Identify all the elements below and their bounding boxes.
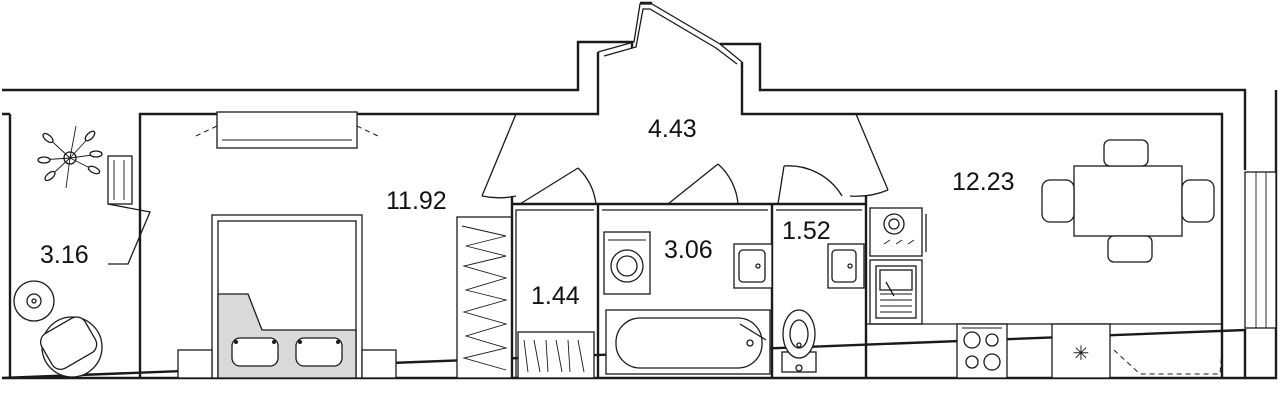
bathroom — [603, 231, 773, 375]
right-window — [1244, 171, 1277, 329]
kitchen: ✳ — [866, 139, 1223, 379]
toilet-icon — [781, 309, 817, 373]
nightstand-left — [177, 349, 213, 379]
toilet-door — [777, 165, 843, 205]
washbasin-icon — [733, 243, 773, 289]
armchair-icon — [39, 316, 103, 378]
area-label-bathroom: 3.06 — [664, 236, 713, 264]
area-label-closet: 1.44 — [531, 282, 580, 310]
closet-shelf — [517, 331, 595, 379]
area-labels: 3.16 11.92 4.43 1.44 3.06 1.52 12.23 — [40, 115, 1015, 310]
bathroom-door — [667, 163, 739, 205]
round-table-icon — [13, 280, 55, 322]
bathtub-icon — [605, 309, 771, 375]
hall-bay-window — [597, 3, 743, 65]
kitchen-sink-icon — [869, 259, 923, 325]
nightstand-right — [361, 349, 397, 379]
dining-table-icon — [1041, 139, 1215, 263]
area-label-balcony: 3.16 — [40, 241, 89, 269]
washing-machine-icon — [603, 231, 651, 295]
corner-counter — [1113, 349, 1223, 375]
double-bed-icon — [211, 214, 363, 379]
cooktop-mark: ✳ — [1073, 341, 1090, 365]
balcony — [13, 125, 151, 378]
stove-icon — [956, 323, 1008, 379]
area-label-hall: 4.43 — [648, 115, 697, 143]
area-label-kitchen-living: 12.23 — [952, 168, 1015, 196]
area-label-bedroom: 11.92 — [386, 187, 447, 215]
closet-door — [519, 167, 597, 205]
bedroom — [177, 111, 517, 379]
interior-walls — [510, 113, 889, 378]
washbasin-small-icon — [827, 243, 865, 289]
cabinet-icon: ✳ — [1051, 323, 1111, 379]
plant-icon — [37, 125, 103, 189]
air-conditioner-icon — [195, 111, 379, 149]
bedroom-door — [481, 113, 517, 199]
area-label-toilet: 1.52 — [782, 217, 831, 245]
boiler-icon — [869, 207, 927, 257]
wardrobe-icon — [456, 216, 513, 379]
toilet-room — [781, 243, 865, 373]
kitchen-door — [849, 113, 889, 197]
